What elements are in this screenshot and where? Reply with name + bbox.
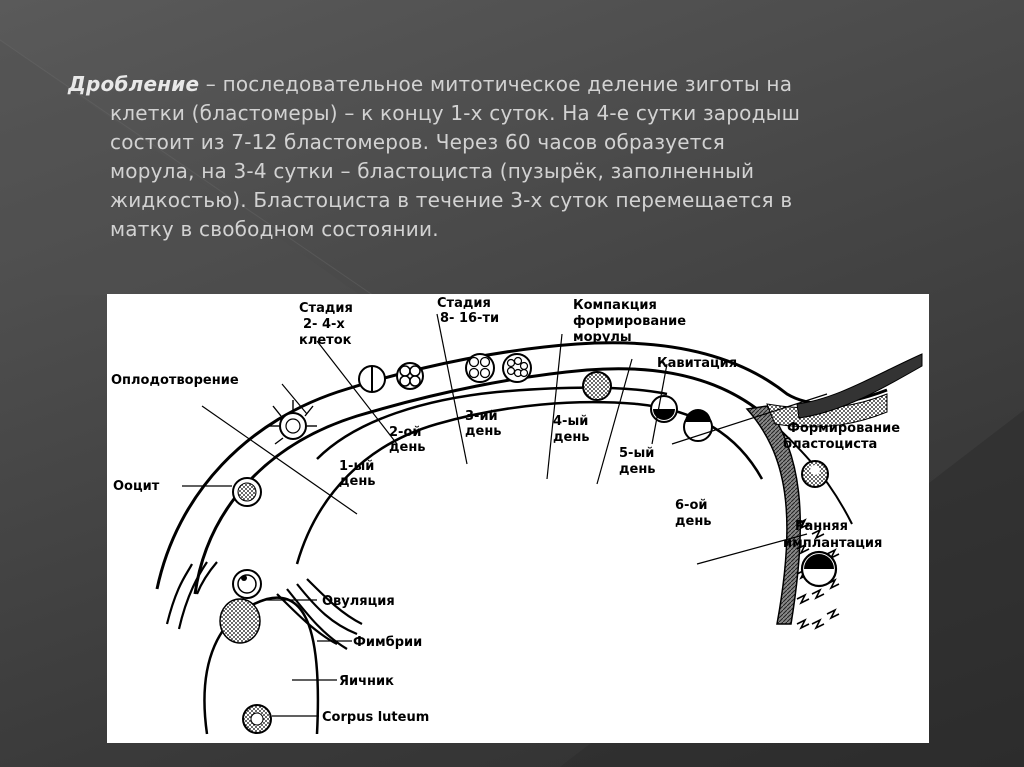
eight-cell-stage — [465, 353, 495, 383]
label-fertilization: Оплодотворение — [111, 373, 239, 388]
text-line-1: последовательное митотическое деление зи… — [222, 72, 793, 96]
label-day3-line1: 3-ий — [465, 409, 498, 424]
cleavage-diagram: Стадия 2- 4-х клеток Стадия 8- 16-ти Ком… — [107, 294, 929, 743]
diagram-svg: Стадия 2- 4-х клеток Стадия 8- 16-ти Ком… — [111, 296, 923, 735]
label-day5-line2: день — [619, 462, 656, 477]
text-line-5: жидкостью). Бластоциста в течение 3-х су… — [110, 188, 793, 212]
ovary — [203, 596, 320, 735]
label-early-implantation-line2: имплантация — [783, 536, 882, 551]
morula — [582, 371, 612, 401]
label-stage-2-4-line3: клеток — [299, 333, 352, 348]
leader-lines — [182, 313, 828, 717]
label-stage-2-4-line1: Стадия — [299, 301, 353, 316]
label-day5-line1: 5-ый — [619, 446, 654, 461]
label-day4-line2: день — [553, 430, 590, 445]
text-line-2: клетки (бластомеры) – к концу 1-х суток.… — [110, 101, 801, 125]
label-fimbriae: Фимбрии — [353, 635, 422, 650]
label-day6-line1: 6-ой — [675, 498, 707, 513]
label-day1-line1: 1-ый — [339, 459, 374, 474]
label-ovary: Яичник — [339, 674, 394, 689]
fertilized-egg — [269, 400, 317, 445]
label-day3-line2: день — [465, 424, 502, 439]
label-day2-line2: день — [389, 440, 426, 455]
four-cell-stage — [396, 362, 424, 390]
sixteen-cell-stage — [502, 353, 532, 383]
label-corpus-luteum: Corpus luteum — [322, 710, 429, 725]
blastocyst — [801, 460, 829, 488]
text-line-3: состоит из 7-12 бластомеров. Через 60 ча… — [110, 130, 725, 154]
term-cleavage: Дробление — [68, 72, 200, 96]
label-day4-line1: 4-ый — [553, 414, 588, 429]
label-compaction-line2: формирование — [573, 314, 686, 329]
label-blastocyst-formation-line1: Формирование — [787, 421, 900, 436]
diagram-labels: Стадия 2- 4-х клеток Стадия 8- 16-ти Ком… — [111, 296, 900, 725]
label-compaction-line1: Компакция — [573, 298, 657, 313]
slide-text: Дробление – последовательное митотическо… — [68, 70, 948, 244]
implanting-blastocyst — [800, 550, 838, 588]
label-ovulation: Овуляция — [322, 594, 395, 609]
label-day2-line1: 2-ой — [389, 425, 421, 440]
label-blastocyst-formation-line2: бластоциста — [783, 437, 877, 452]
text-line-4: морула, на 3-4 сутки – бластоциста (пузы… — [110, 159, 755, 183]
label-oocyte: Ооцит — [113, 479, 160, 494]
label-compaction-line3: морулы — [573, 330, 632, 345]
label-stage-8-16-line1: Стадия — [437, 296, 491, 311]
label-early-implantation-line1: Ранняя — [795, 519, 848, 534]
label-stage-8-16-line2: 8- 16-ти — [440, 311, 499, 326]
label-day6-line2: день — [675, 514, 712, 529]
label-stage-2-4-line2: 2- 4-х — [303, 317, 345, 332]
text-line-6: матку в свободном состоянии. — [110, 217, 439, 241]
embryo-cells — [232, 353, 838, 599]
label-cavitation: Кавитация — [657, 356, 737, 371]
label-day1-line2: день — [339, 474, 376, 489]
two-cell-stage — [358, 365, 386, 393]
